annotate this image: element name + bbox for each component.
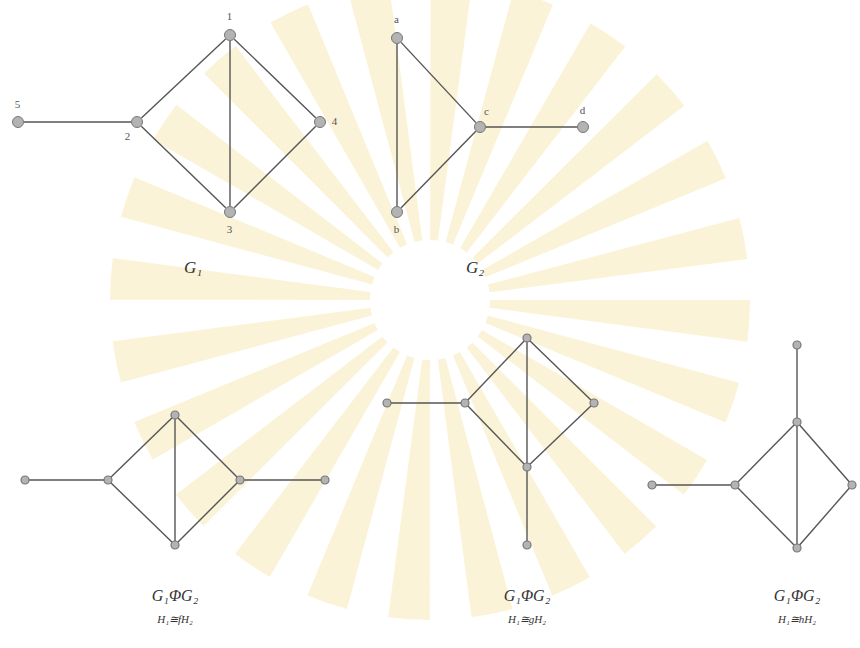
vertex-label: 4: [332, 116, 338, 127]
graph-vertex: [383, 399, 391, 407]
graph-edge: [526, 338, 527, 467]
graph-vertex: 3: [224, 206, 236, 218]
graph-edge: [796, 422, 797, 548]
vertex-label: d: [580, 105, 586, 116]
graph-edge: [527, 338, 594, 403]
graph-edge: [234, 39, 315, 118]
graph-vertex: [171, 411, 179, 419]
isomorphism-caption: H₁≅hH₂: [778, 613, 816, 625]
graph-edge: [796, 345, 797, 422]
graph-edge: [465, 338, 527, 403]
graph-vertex: 2: [131, 116, 143, 128]
graph-vertex: [731, 481, 739, 489]
graph-vertex: [21, 476, 29, 484]
graph-edge: [234, 126, 316, 208]
graph-edge: [240, 479, 325, 480]
graph-edge: [797, 422, 852, 485]
graph-vertex: 1: [224, 29, 236, 41]
graph-edges: [25, 338, 852, 548]
graph-edge: [141, 39, 225, 118]
graph-edge: [24, 121, 131, 122]
graph-vertex: [793, 341, 801, 349]
graph-edge: [465, 403, 527, 467]
graph-edge: [229, 41, 230, 206]
graph-vertex: [171, 541, 179, 549]
graph-vertex: [461, 399, 469, 407]
vertex-label: 2: [125, 131, 131, 142]
graph-vertex: [236, 476, 244, 484]
graph-name: G₂: [466, 259, 484, 278]
graph-edge: [108, 480, 175, 545]
watermark-center: [372, 242, 488, 358]
graph-edge: [797, 485, 852, 548]
graph-vertex: [523, 541, 531, 549]
graph-vertex: [104, 476, 112, 484]
vertex-label: c: [484, 106, 489, 117]
graph-vertex: [848, 481, 856, 489]
graph-vertex: [590, 399, 598, 407]
product-caption: G₁ΦG₂: [504, 587, 550, 605]
graph-edge: [527, 403, 594, 467]
graph-edge: [401, 42, 476, 122]
graph-edge: [141, 126, 225, 208]
graph-edge: [175, 480, 240, 545]
graph-vertex: [321, 476, 329, 484]
graph-vertex: 4: [314, 116, 326, 128]
graph-edge: [108, 415, 175, 480]
product-caption: G₁ΦG₂: [774, 587, 820, 605]
graph-edge: [387, 402, 465, 403]
graph-vertex: [793, 418, 801, 426]
graph-vertices: [21, 334, 856, 552]
graph-edge: [25, 479, 108, 480]
isomorphism-caption: H₁≅gH₂: [508, 613, 546, 625]
graph-name: G₁: [184, 259, 202, 278]
graph-vertex: [793, 544, 801, 552]
vertex-label: a: [394, 14, 399, 25]
graph-edge: [735, 422, 797, 485]
graph-vertex: [648, 481, 656, 489]
graph-edge: [486, 126, 577, 127]
graph-edge: [401, 131, 476, 207]
graph-edge: [175, 415, 240, 480]
vertex-label: 3: [227, 224, 233, 235]
graph-edge: [526, 467, 527, 545]
graph-edge: [652, 484, 735, 485]
graph-vertex: [523, 463, 531, 471]
graph-vertex: d: [577, 121, 589, 133]
graph-edge: [396, 44, 397, 206]
graph-vertex: 5: [12, 116, 24, 128]
vertex-label: 1: [227, 11, 233, 22]
isomorphism-caption: H₁≅fH₂: [157, 613, 193, 625]
graph-vertex: [523, 334, 531, 342]
watermark-rays: [240, 110, 620, 490]
graph-vertex: a: [391, 32, 403, 44]
graph-vertex: b: [391, 206, 403, 218]
graph-edge: [735, 485, 797, 548]
vertex-label: 5: [15, 99, 21, 110]
product-caption: G₁ΦG₂: [152, 587, 198, 605]
vertex-label: b: [394, 224, 400, 235]
graph-edge: [174, 415, 175, 545]
graph-vertex: c: [474, 121, 486, 133]
